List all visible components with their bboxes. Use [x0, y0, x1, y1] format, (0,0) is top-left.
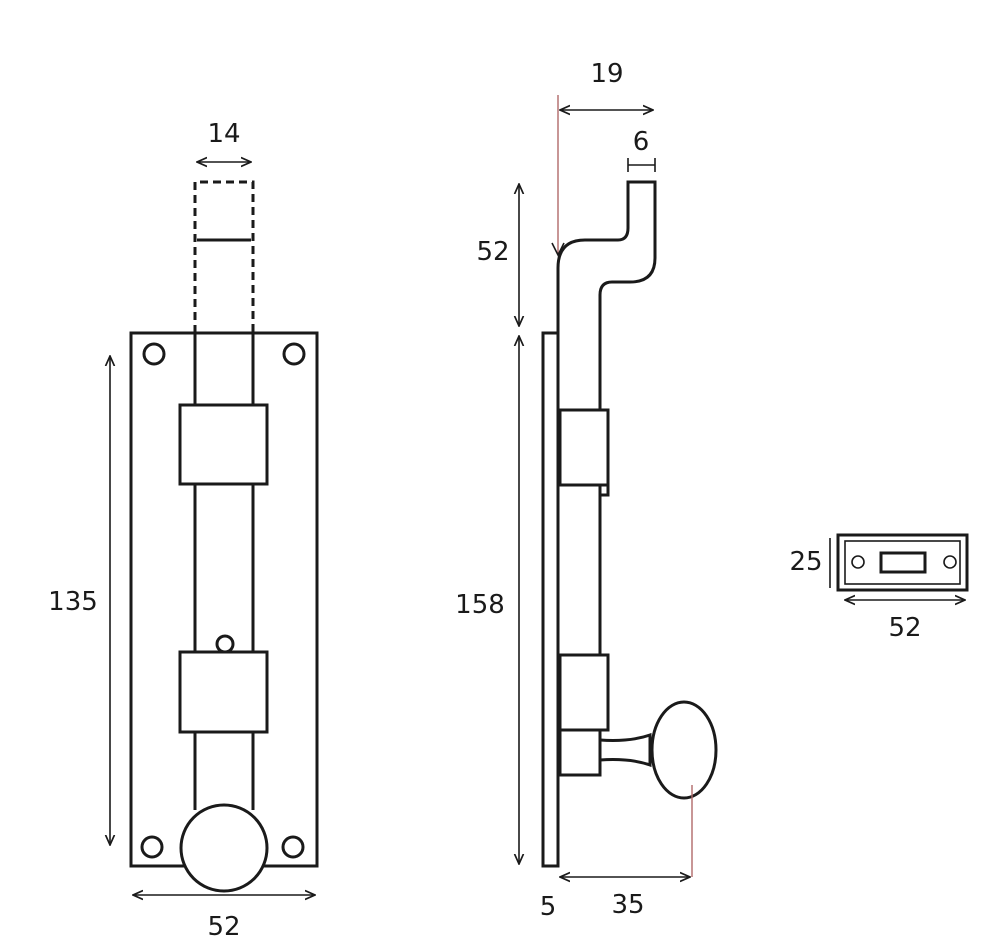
keeper-view: 25 52	[789, 533, 969, 643]
dim-label-height: 135	[48, 587, 98, 617]
dim-label-width: 52	[207, 912, 240, 942]
extended-bolt-outline	[193, 180, 255, 333]
dim-label-keeper-width: 52	[888, 613, 921, 643]
dim-label-plate-thickness: 5	[540, 892, 557, 922]
side-view: 19 6 52 158 5 35	[455, 59, 718, 922]
side-staple-tab	[598, 485, 610, 497]
dim-label-bolt-thickness: 6	[633, 127, 650, 157]
side-upper-staple	[558, 408, 610, 487]
side-knob	[650, 700, 718, 800]
stop-pin	[215, 634, 235, 654]
keeper-screw-hole	[851, 555, 865, 569]
upper-staple	[178, 403, 269, 486]
screw-hole	[142, 342, 166, 366]
dim-label-side-height: 158	[455, 590, 505, 620]
dim-label-projection: 19	[590, 59, 623, 89]
screw-hole	[282, 342, 306, 366]
side-plate	[541, 331, 560, 868]
dim-label-throw: 52	[476, 237, 509, 267]
keeper-screw-hole	[943, 555, 957, 569]
knob-stem	[599, 732, 652, 768]
dim-label-keeper-height: 25	[789, 547, 822, 577]
side-lower-staple	[558, 653, 610, 732]
keeper-outer	[836, 533, 969, 592]
dim-label-bolt-width: 14	[207, 119, 240, 149]
knob	[179, 803, 269, 893]
side-bolt	[556, 180, 657, 730]
dim-label-knob-projection: 35	[611, 890, 644, 920]
side-knob-base	[558, 728, 602, 777]
front-view: 14 135 52	[48, 119, 319, 942]
screw-hole	[140, 835, 164, 859]
keeper-slot	[879, 551, 927, 574]
reference-arrow	[551, 242, 565, 257]
lower-staple	[178, 650, 269, 734]
keeper-inner	[844, 540, 961, 585]
screw-hole	[281, 835, 305, 859]
